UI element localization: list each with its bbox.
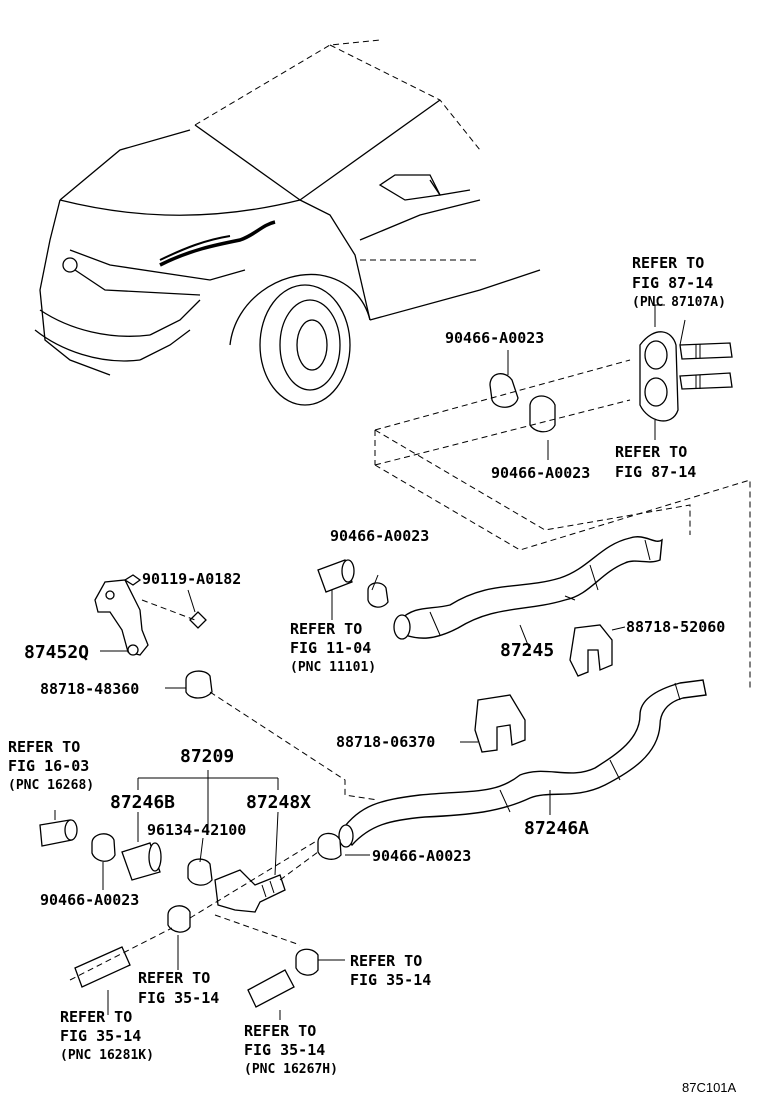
label-hose-87245: 87245 xyxy=(500,640,554,661)
refer-35-14-b: REFER TO FIG 35-14 xyxy=(350,952,431,989)
lower-left-assembly xyxy=(39,770,370,1020)
svg-text:(PNC 87107A): (PNC 87107A) xyxy=(632,295,726,310)
refer-35-14-c: REFER TO FIG 35-14 (PNC 16281K) xyxy=(60,1008,154,1063)
label-clamp-52060: 88718-52060 xyxy=(626,618,725,636)
clamp-88718-06370 xyxy=(474,694,526,753)
svg-text:REFER TO: REFER TO xyxy=(138,969,210,987)
label-clip-top-2: 90466-A0023 xyxy=(491,464,590,482)
label-clip-right: 90466-A0023 xyxy=(372,847,471,865)
refer-87-14-top: REFER TO FIG 87-14 (PNC 87107A) xyxy=(632,254,726,310)
label-hose-87246b: 87246B xyxy=(110,792,175,813)
label-clip-42100: 96134-42100 xyxy=(147,821,246,839)
svg-text:(PNC 16267H): (PNC 16267H) xyxy=(244,1062,338,1077)
car-illustration xyxy=(34,39,541,406)
svg-text:FIG 35-14: FIG 35-14 xyxy=(244,1041,325,1059)
svg-text:REFER TO: REFER TO xyxy=(632,254,704,272)
label-bracket: 87452Q xyxy=(24,642,89,663)
svg-text:REFER TO: REFER TO xyxy=(8,738,80,756)
hose-87246a xyxy=(338,679,707,848)
heater-grommet-group xyxy=(374,304,751,690)
svg-text:FIG 35-14: FIG 35-14 xyxy=(138,989,219,1007)
refer-35-14-a: REFER TO FIG 35-14 xyxy=(138,969,219,1007)
label-assy-87209: 87209 xyxy=(180,746,234,767)
svg-text:REFER TO: REFER TO xyxy=(60,1008,132,1026)
figure-code: 87C101A xyxy=(682,1080,737,1095)
label-clip-top-1: 90466-A0023 xyxy=(445,329,544,347)
refer-16-03: REFER TO FIG 16-03 (PNC 16268) xyxy=(8,738,94,793)
label-clamp-48360: 88718-48360 xyxy=(40,680,139,698)
svg-text:FIG 35-14: FIG 35-14 xyxy=(350,971,431,989)
svg-text:FIG 35-14: FIG 35-14 xyxy=(60,1027,141,1045)
label-hose-87246a: 87246A xyxy=(524,818,589,839)
label-clip-left: 90466-A0023 xyxy=(40,891,139,909)
svg-text:FIG 11-04: FIG 11-04 xyxy=(290,639,371,657)
label-bolt: 90119-A0182 xyxy=(142,570,241,588)
clamp-88718-52060 xyxy=(569,624,613,677)
leader-lines xyxy=(100,595,626,815)
hose-87245 xyxy=(393,536,663,640)
refer-87-14-mid: REFER TO FIG 87-14 xyxy=(615,443,696,481)
svg-text:REFER TO: REFER TO xyxy=(290,620,362,638)
label-clamp-06370: 88718-06370 xyxy=(336,733,435,751)
clip-90466-top-2 xyxy=(529,395,556,433)
clip-90466-top-1 xyxy=(489,373,519,408)
refer-11-04: REFER TO FIG 11-04 (PNC 11101) xyxy=(290,620,376,675)
svg-text:(PNC 16281K): (PNC 16281K) xyxy=(60,1048,154,1063)
label-hose-87248x: 87248X xyxy=(246,792,311,813)
svg-text:(PNC 16268): (PNC 16268) xyxy=(8,778,94,793)
svg-text:FIG 87-14: FIG 87-14 xyxy=(615,463,696,481)
svg-text:FIG 16-03: FIG 16-03 xyxy=(8,757,89,775)
bracket-87452q xyxy=(94,574,207,656)
pipe-11-04 xyxy=(317,559,389,620)
svg-text:(PNC 11101): (PNC 11101) xyxy=(290,660,376,675)
svg-text:FIG 87-14: FIG 87-14 xyxy=(632,274,713,292)
svg-text:REFER TO: REFER TO xyxy=(350,952,422,970)
label-clip-mid: 90466-A0023 xyxy=(330,527,429,545)
refer-35-14-d: REFER TO FIG 35-14 (PNC 16267H) xyxy=(244,1022,338,1077)
svg-text:REFER TO: REFER TO xyxy=(244,1022,316,1040)
clamp-88718-48360 xyxy=(185,670,379,801)
svg-text:REFER TO: REFER TO xyxy=(615,443,687,461)
